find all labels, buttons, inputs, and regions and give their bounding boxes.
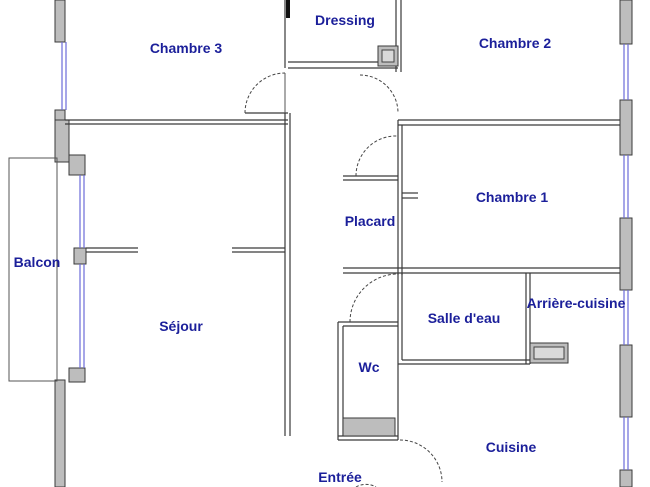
label-chambre-1: Chambre 1 bbox=[476, 189, 549, 205]
label-chambre-3: Chambre 3 bbox=[150, 40, 223, 56]
label-wc: Wc bbox=[359, 359, 380, 375]
windows bbox=[61, 42, 629, 470]
interior-walls bbox=[65, 0, 620, 441]
label-balcon: Balcon bbox=[14, 254, 61, 270]
label-placard: Placard bbox=[345, 213, 396, 229]
label-cuisine: Cuisine bbox=[486, 439, 537, 455]
label-entree: Entrée bbox=[318, 469, 362, 485]
exterior-walls bbox=[54, 0, 633, 487]
label-salle-deau: Salle d'eau bbox=[428, 310, 501, 326]
door-swings bbox=[244, 72, 443, 487]
label-dressing: Dressing bbox=[315, 12, 375, 28]
label-sejour: Séjour bbox=[159, 318, 203, 334]
label-chambre-2: Chambre 2 bbox=[479, 35, 552, 51]
room-labels: Chambre 3 Dressing Chambre 2 Chambre 1 P… bbox=[14, 12, 626, 485]
balcony-outline bbox=[8, 157, 58, 382]
label-arriere-cuisine: Arrière-cuisine bbox=[527, 295, 626, 311]
